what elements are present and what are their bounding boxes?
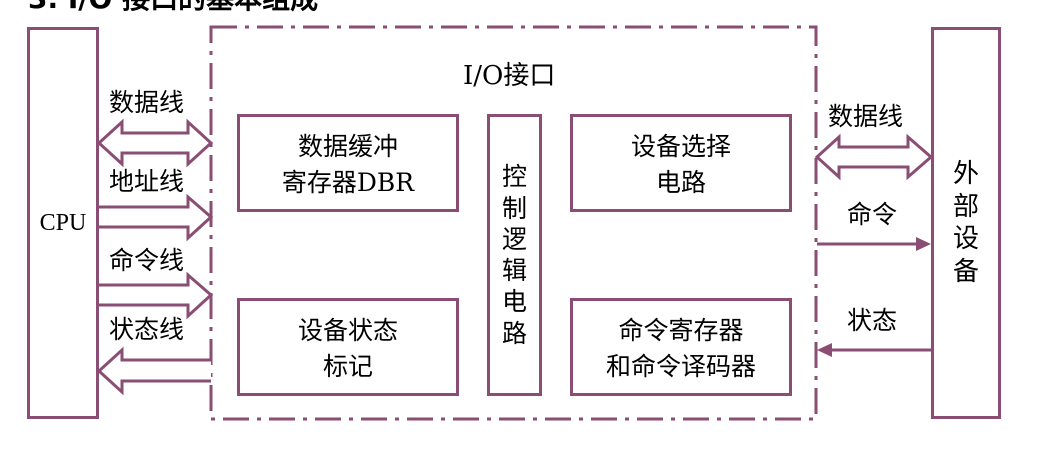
cpu-label: CPU xyxy=(39,209,87,236)
cpu-data-arrow xyxy=(96,118,214,168)
external-device-box: 外 部 设 备 xyxy=(931,27,1001,419)
cpu-status-label: 状态线 xyxy=(109,315,185,344)
external-char: 部 xyxy=(952,191,979,222)
interface-title: I/O接口 xyxy=(463,61,556,91)
ext-data-arrow xyxy=(814,133,934,181)
control-logic-label: 控 制 逻 辑 电 路 xyxy=(490,117,539,393)
control-char: 逻 xyxy=(501,224,527,254)
cpu-command-arrow xyxy=(99,271,214,320)
command-register-line1: 命令寄存器 xyxy=(618,316,744,345)
control-logic-block: 控 制 逻 辑 电 路 xyxy=(487,114,542,396)
command-register-block: 命令寄存器 和命令译码器 xyxy=(570,298,792,396)
external-char: 外 xyxy=(952,159,979,189)
slide-title: 3. I/O 接口的基本组成 xyxy=(28,0,318,15)
data-buffer-line1: 数据缓冲 xyxy=(297,132,398,161)
cpu-address-arrow xyxy=(99,193,214,242)
device-select-line1: 设备选择 xyxy=(630,132,731,161)
data-buffer-block: 数据缓冲 寄存器DBR xyxy=(237,114,459,212)
cpu-data-label: 数据线 xyxy=(109,88,185,117)
ext-status-label: 状态 xyxy=(847,306,898,335)
device-select-line2: 电路 xyxy=(655,168,706,197)
ext-command-label: 命令 xyxy=(847,200,898,229)
data-buffer-line2: 寄存器DBR xyxy=(281,168,415,197)
control-char: 控 xyxy=(501,162,527,192)
cpu-box: CPU xyxy=(27,27,99,419)
external-char: 设 xyxy=(952,224,979,254)
device-select-block: 设备选择 电路 xyxy=(570,114,792,212)
control-char: 制 xyxy=(501,193,527,223)
cpu-command-label: 命令线 xyxy=(109,246,185,275)
cpu-status-arrow xyxy=(96,346,211,396)
ext-data-label: 数据线 xyxy=(828,102,904,131)
ext-command-arrowhead xyxy=(916,237,931,251)
cpu-address-label: 地址线 xyxy=(109,167,185,196)
ext-status-arrowhead xyxy=(817,343,832,357)
interface-border xyxy=(209,25,818,421)
device-status-line1: 设备状态 xyxy=(297,316,398,345)
control-char: 辑 xyxy=(501,256,527,285)
device-status-line2: 标记 xyxy=(322,352,373,381)
device-status-block: 设备状态 标记 xyxy=(237,298,459,396)
command-register-line2: 和命令译码器 xyxy=(605,352,756,381)
control-char: 电 xyxy=(501,287,527,317)
control-char: 路 xyxy=(501,318,527,348)
external-char: 备 xyxy=(952,256,979,287)
external-device-label: 外 部 设 备 xyxy=(934,30,998,416)
